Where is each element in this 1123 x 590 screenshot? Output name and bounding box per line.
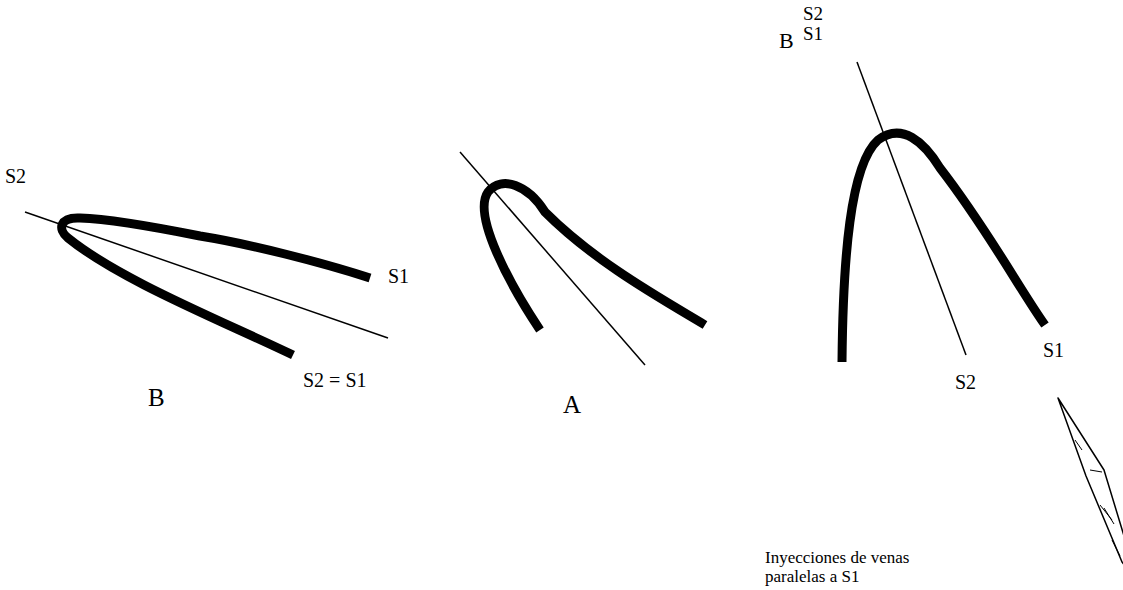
cleavage-label: S2	[5, 166, 26, 186]
cleavage-label: S2	[803, 4, 823, 23]
cleavage-label: S1	[1043, 340, 1064, 360]
fold-label: A	[563, 392, 581, 417]
fold-trace	[62, 218, 370, 355]
axial-plane-line	[25, 212, 388, 338]
note-text: Inyecciones de venas paralelas a S1	[765, 548, 943, 586]
fold-label: B	[148, 385, 165, 410]
cleavage-label: S2	[955, 372, 976, 392]
vein-sketch	[1058, 398, 1123, 582]
cleavage-relation: S2 = S1	[303, 370, 367, 390]
vein-texture	[1075, 440, 1120, 556]
cleavage-label: S1	[803, 24, 823, 43]
cleavage-label: S1	[388, 266, 409, 286]
axial-plane-line	[857, 62, 966, 355]
fold-trace	[842, 133, 1045, 362]
fold-label: B	[779, 30, 794, 52]
axial-plane-line	[460, 152, 645, 365]
